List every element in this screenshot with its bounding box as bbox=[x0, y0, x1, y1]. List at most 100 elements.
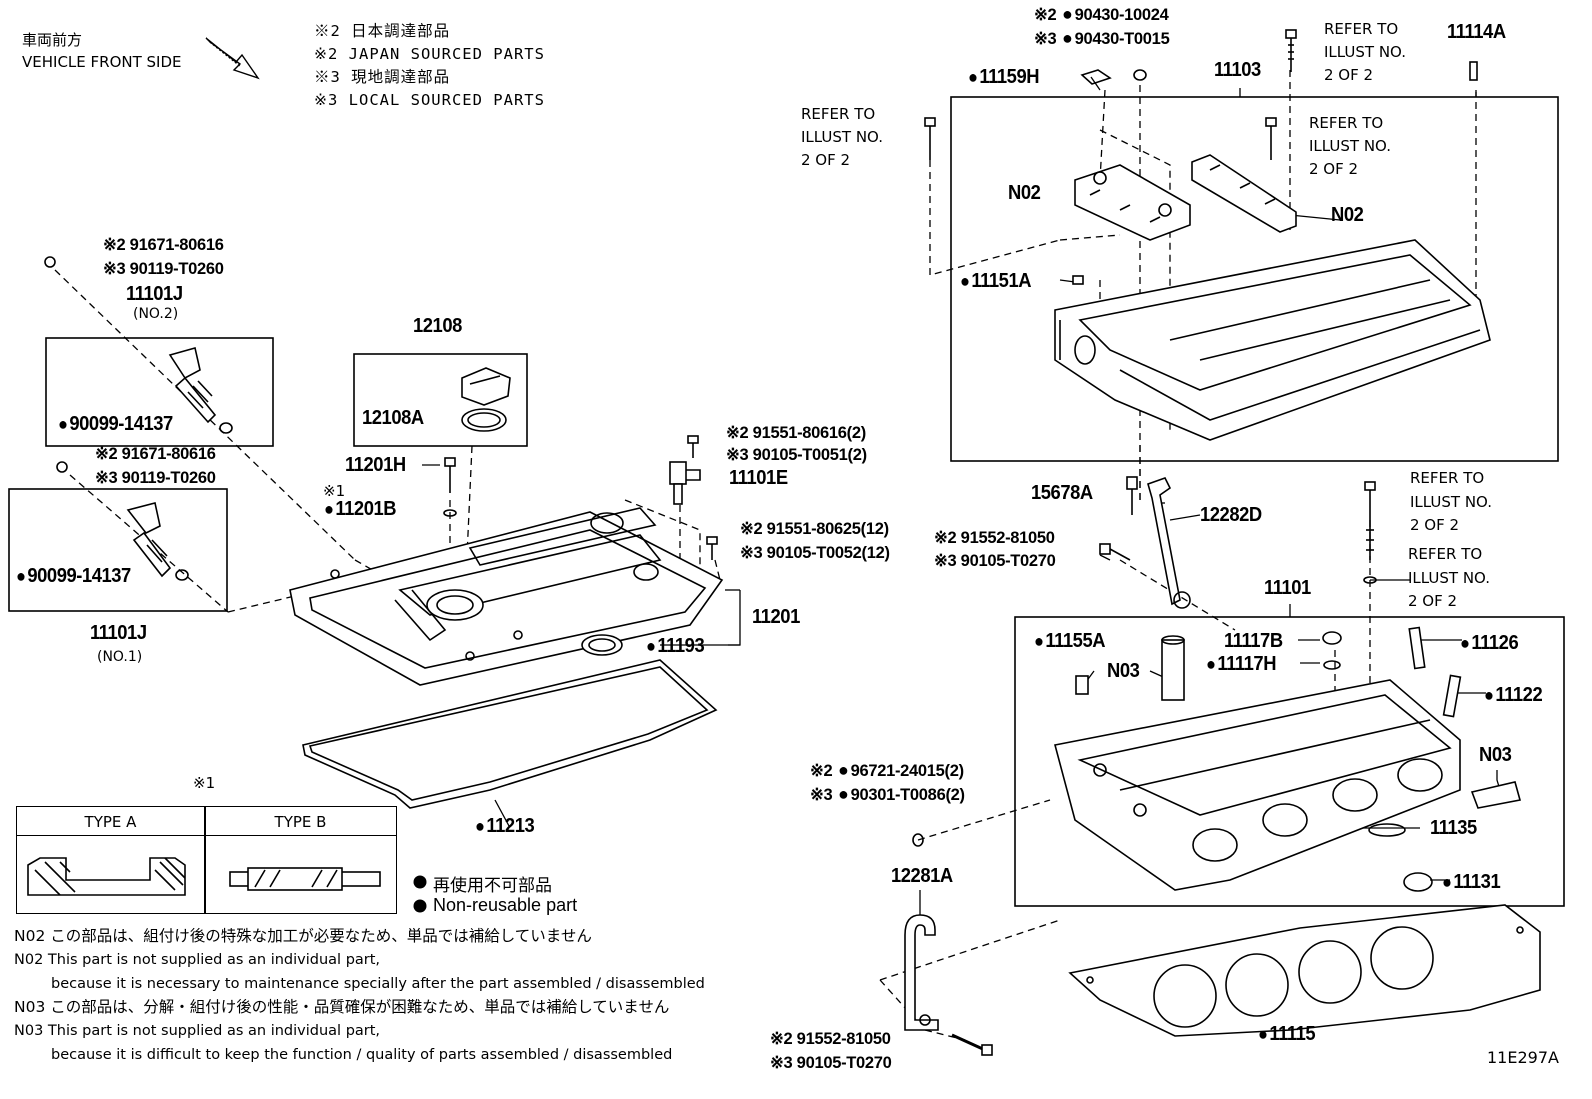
bolt-refer-right-icon bbox=[1363, 481, 1377, 584]
part-11155A[interactable]: 11155A bbox=[1034, 631, 1105, 651]
type-a-label: TYPE A bbox=[84, 813, 137, 831]
part-90301-T0086[interactable]: 90301-T0086(2) bbox=[838, 785, 965, 804]
part-90105-c[interactable]: ※3 90105-T0270 bbox=[934, 552, 1056, 570]
part-90430-10024[interactable]: 90430-10024 bbox=[1062, 5, 1169, 24]
part-11201[interactable]: 11201 bbox=[752, 606, 800, 628]
front-arrow-icon bbox=[205, 37, 260, 80]
part-11101[interactable]: 11101 bbox=[1264, 577, 1311, 599]
bearing-cap-n02-left-icon bbox=[1074, 164, 1191, 241]
refer-left-2: ILLUST NO. bbox=[801, 128, 884, 146]
refer-top-1: REFER TO bbox=[1324, 20, 1399, 38]
mark-90301: ※3 bbox=[810, 786, 833, 804]
part-90099-top[interactable]: 90099-14137 bbox=[58, 414, 173, 434]
part-90105-d[interactable]: ※3 90105-T0270 bbox=[770, 1054, 892, 1072]
part-N02-right[interactable]: N02 bbox=[1331, 204, 1364, 226]
part-11135[interactable]: 11135 bbox=[1430, 817, 1477, 839]
plugs-icon bbox=[912, 626, 1522, 892]
part-11103[interactable]: 11103 bbox=[1214, 59, 1261, 81]
part-90430-T0015[interactable]: 90430-T0015 bbox=[1062, 29, 1170, 48]
refer-r1-2: ILLUST NO. bbox=[1410, 493, 1493, 511]
bolt-11201H-icon bbox=[443, 457, 457, 517]
refer-r1-3: 2 OF 2 bbox=[1410, 516, 1460, 534]
part-11131[interactable]: 11131 bbox=[1442, 872, 1500, 892]
footnote-n02-en-1: N02 This part is not supplied as an indi… bbox=[14, 952, 381, 968]
cam-sensor-icon bbox=[669, 461, 701, 505]
part-11101J-no2-sub: (NO.2) bbox=[133, 306, 179, 322]
part-11101J-no1[interactable]: 11101J bbox=[90, 622, 147, 644]
part-11213[interactable]: 11213 bbox=[475, 816, 534, 836]
footnote-n03-jp: N03 この部品は、分解・組付け後の性能・品質確保が困難なため、単品では補給して… bbox=[14, 998, 670, 1016]
part-11117B[interactable]: 11117B bbox=[1224, 630, 1283, 652]
footnote-n02-en-2: because it is necessary to maintenance s… bbox=[51, 976, 705, 992]
part-N02-left[interactable]: N02 bbox=[1008, 182, 1041, 204]
part-90119-top[interactable]: ※3 90119-T0260 bbox=[103, 260, 224, 278]
engine-hanger-12282D-icon bbox=[1099, 477, 1191, 609]
cylinder-head-icon bbox=[1054, 679, 1461, 891]
oil-seal-11193-icon bbox=[581, 634, 623, 656]
type-a-washer-icon bbox=[27, 857, 186, 896]
refer-mid-3: 2 OF 2 bbox=[1309, 160, 1359, 178]
footnote-n03-en-2: because it is difficult to keep the func… bbox=[51, 1047, 673, 1063]
diagram-id: 11E297A bbox=[1487, 1048, 1559, 1067]
type-table: TYPE A TYPE B bbox=[16, 806, 397, 914]
japan-sourced-en: ※2 JAPAN SOURCED PARTS bbox=[314, 45, 545, 63]
part-11114A[interactable]: 11114A bbox=[1447, 21, 1506, 43]
part-11117H[interactable]: 11117H bbox=[1206, 654, 1276, 674]
part-11115[interactable]: 11115 bbox=[1258, 1024, 1315, 1044]
bolt-refer-top-icon bbox=[924, 29, 1478, 160]
part-90099-bottom[interactable]: 90099-14137 bbox=[16, 566, 131, 586]
type-b-label: TYPE B bbox=[274, 813, 327, 831]
refer-top-2: ILLUST NO. bbox=[1324, 43, 1407, 61]
part-11201H[interactable]: 11201H bbox=[345, 454, 406, 476]
part-11193[interactable]: 11193 bbox=[646, 636, 704, 656]
part-91552-a[interactable]: ※2 91552-81050 bbox=[934, 529, 1055, 547]
refer-top-3: 2 OF 2 bbox=[1324, 66, 1374, 84]
refer-mid-2: ILLUST NO. bbox=[1309, 137, 1392, 155]
part-91551-a[interactable]: ※2 91551-80616(2) bbox=[726, 424, 866, 442]
type-b-stud-icon bbox=[229, 867, 381, 891]
japan-sourced-jp: ※2 日本調達部品 bbox=[314, 22, 451, 40]
refer-r2-2: ILLUST NO. bbox=[1408, 569, 1491, 587]
part-N03-left[interactable]: N03 bbox=[1107, 660, 1140, 682]
part-N03-right[interactable]: N03 bbox=[1479, 744, 1512, 766]
part-91671-top[interactable]: ※2 91671-80616 bbox=[103, 236, 224, 254]
local-sourced-en: ※3 LOCAL SOURCED PARTS bbox=[314, 91, 545, 109]
part-12108A[interactable]: 12108A bbox=[362, 407, 424, 429]
mark-90430-b: ※3 bbox=[1034, 30, 1057, 48]
refer-mid-1: REFER TO bbox=[1309, 114, 1384, 132]
part-90105-a[interactable]: ※3 90105-T0051(2) bbox=[726, 446, 867, 464]
oil-control-valve-no1-icon bbox=[56, 461, 189, 581]
part-91552-b[interactable]: ※2 91552-81050 bbox=[770, 1030, 891, 1048]
bearing-cap-n02-right-icon bbox=[1191, 154, 1297, 233]
part-11151A[interactable]: 11151A bbox=[960, 271, 1031, 291]
part-91551-b[interactable]: ※2 91551-80625(12) bbox=[740, 520, 889, 538]
oil-control-valve-no2-box bbox=[45, 337, 274, 447]
footnote-n02-jp: N02 この部品は、組付け後の特殊な加工が必要なため、単品では補給していません bbox=[14, 927, 592, 945]
part-91671-bottom[interactable]: ※2 91671-80616 bbox=[95, 445, 216, 463]
front-side-label-en: VEHICLE FRONT SIDE bbox=[22, 53, 182, 71]
bolt-91551-icon bbox=[687, 435, 718, 560]
part-11126[interactable]: 11126 bbox=[1460, 633, 1518, 653]
part-11201B[interactable]: 11201B bbox=[324, 499, 396, 519]
part-12282D[interactable]: 12282D bbox=[1200, 504, 1262, 526]
legend-nonreuse-en: Non-reusable part bbox=[433, 895, 578, 915]
oil-filler-cap-icon bbox=[461, 367, 511, 432]
refer-left-1: REFER TO bbox=[801, 105, 876, 123]
part-96721-24015[interactable]: 96721-24015(2) bbox=[838, 761, 965, 780]
part-12281A[interactable]: 12281A bbox=[891, 865, 953, 887]
part-12108[interactable]: 12108 bbox=[413, 315, 462, 337]
part-11101J-no1-sub: (NO.1) bbox=[97, 649, 143, 665]
part-90119-bottom[interactable]: ※3 90119-T0260 bbox=[95, 469, 216, 487]
part-11122[interactable]: 11122 bbox=[1484, 685, 1542, 705]
footnote-n03-en-1: N03 This part is not supplied as an indi… bbox=[14, 1023, 381, 1039]
part-11101E[interactable]: 11101E bbox=[729, 467, 788, 489]
legend-dots bbox=[413, 875, 427, 913]
part-15678A[interactable]: 15678A bbox=[1031, 482, 1093, 504]
mark-90430-a: ※2 bbox=[1034, 6, 1057, 24]
camshaft-housing-icon bbox=[1054, 239, 1491, 441]
part-90105-b[interactable]: ※3 90105-T0052(12) bbox=[740, 544, 890, 562]
part-11159H[interactable]: 11159H bbox=[968, 67, 1039, 87]
part-11101J-no2[interactable]: 11101J bbox=[126, 283, 183, 305]
oil-filler-cap-box bbox=[353, 353, 528, 447]
camshaft-housing-box bbox=[950, 96, 1559, 462]
